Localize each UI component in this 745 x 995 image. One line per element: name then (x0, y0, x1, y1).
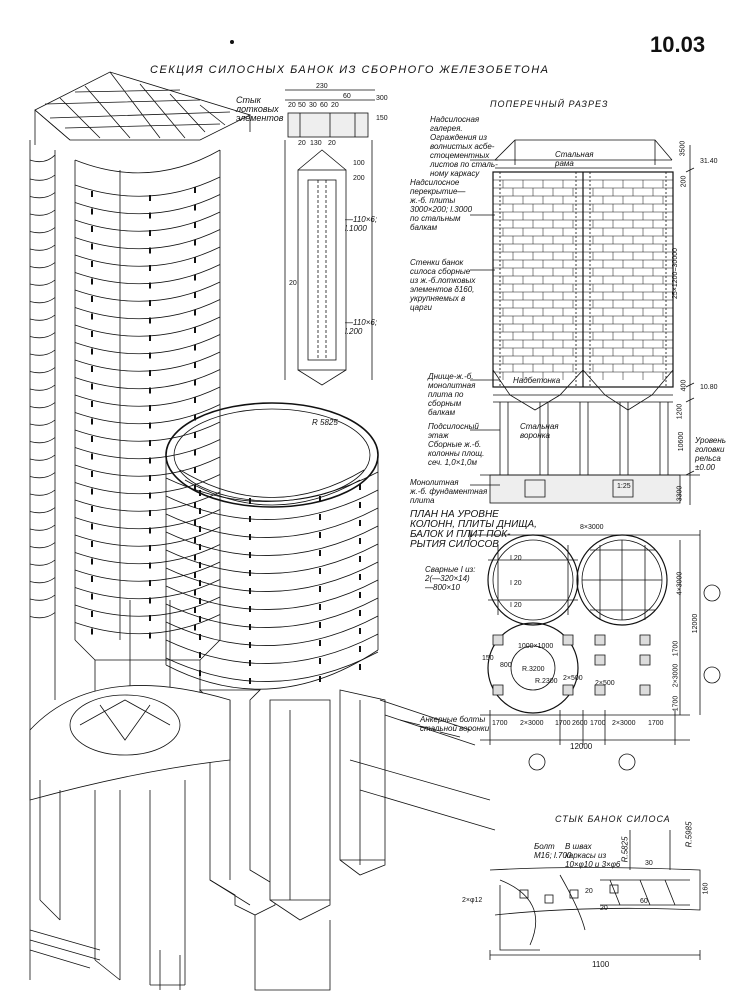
dot-mark (230, 40, 234, 44)
trough-rebar-1: —110×6; l.1000 (345, 215, 378, 233)
cs-dim-31-40: 31.40 (700, 158, 718, 165)
silo-joint-dim-2: 20 (585, 888, 593, 895)
trough-dim-row-4: 60 (320, 102, 328, 109)
label-funnel: Стальная воронка (520, 422, 559, 440)
trough-dim-150: 150 (376, 115, 388, 122)
silo-joint-dim-6: 1100 (592, 960, 610, 969)
plan-beam-2: I 20 (510, 580, 522, 587)
iso-rails (29, 699, 496, 990)
plan-right-dim-2: 12000 (692, 613, 700, 634)
trough-dim-row-3: 30 (309, 102, 317, 109)
plan-radius-1: 150 (482, 655, 494, 662)
plan-bottom-dim-1: 1700 (492, 720, 508, 727)
trough-joint-drawing (284, 89, 375, 386)
plan-radius-3: R.3200 (522, 666, 545, 673)
silo-joint-radius-2: R.5985 (684, 821, 694, 848)
trough-dim-mid-3: 20 (328, 140, 336, 147)
label-frame: Стальная рама (555, 150, 594, 168)
trough-dim-200: 200 (353, 175, 365, 182)
label-anchor: Анкерные болты стальной воронки (420, 715, 490, 733)
cross-section-title: ПОПЕРЕЧНЫЙ РАЗРЕЗ (490, 99, 609, 109)
silo-joint-dim-5: 160 (702, 882, 710, 895)
trough-joint-label: Стык лотковых элементов (236, 95, 284, 123)
silo-joint-dim-1: 30 (645, 860, 653, 867)
label-nadbetonka: Надбетонка (513, 376, 561, 385)
plan-col-dim-1: 2×500 (563, 675, 583, 682)
trough-dim-300: 300 (376, 95, 388, 102)
plan-beam-3: I 20 (510, 602, 522, 609)
cs-dim-1200: 1200 (676, 403, 684, 420)
trough-rebar-2: —110×6; l.200 (345, 318, 378, 336)
silo-joint-seams: В швах каркасы из 10×φ10 и 3×φ6 (565, 842, 621, 869)
label-foundation: Монолитная ж.-б. фундаментная плита (410, 478, 488, 505)
plan-radius-4: R.2300 (535, 678, 558, 685)
plan-bottom-dim-3: 1700 (555, 720, 571, 727)
plan-beam-1: I 20 (510, 555, 522, 562)
trough-dim-row-5: 20 (331, 102, 339, 109)
plan-title: ПЛАН НА УРОВНЕ КОЛОНН, ПЛИТЫ ДНИЩА, БАЛО… (410, 509, 537, 550)
plan-right-dim-5: 1700 (672, 695, 680, 712)
label-rail-level: Уровень головки рельса ±0.00 (695, 436, 726, 472)
silo-joint-dim-4: 20 (600, 905, 608, 912)
label-gallery: Надсилосная галерея. Ограждения из волни… (430, 115, 498, 178)
cs-dim-400: 400 (680, 379, 688, 392)
plan-total: 12000 (570, 742, 593, 751)
silo-joint-dim-3: 60 (640, 898, 648, 905)
silo-joint-radius-1: R.5825 (620, 836, 630, 863)
trough-dim-100: 100 (353, 160, 365, 167)
plan-right-dim-1: 4×3000 (676, 571, 684, 596)
trough-dim-mid-1: 20 (298, 140, 306, 147)
plan-bottom-dim-7: 1700 (648, 720, 664, 727)
iso-tall-silo (29, 71, 252, 980)
trough-dim-1180: 20 (289, 280, 297, 287)
plan-col-dim-3: 1000×1000 (518, 643, 554, 650)
plan-col-dim-2: 2×500 (595, 680, 615, 687)
cs-mark: 1:25 (617, 483, 631, 490)
plan-bottom-dim-2: 2×3000 (520, 720, 544, 727)
plan-top-dim: 8×3000 (580, 524, 604, 531)
plan-right-dim-4: 2×3000 (672, 663, 680, 688)
cs-dim-walls: 25×1200=30000 (672, 248, 679, 299)
plan-radius-2: 800 (500, 662, 512, 669)
plan-bottom-dim-6: 2×3000 (612, 720, 636, 727)
cs-dim-3300: 3300 (676, 485, 684, 502)
trough-dim-mid-2: 130 (310, 140, 322, 147)
plan-bottom-dim-5: 1700 (590, 720, 606, 727)
cs-dim-3500: 3500 (679, 140, 687, 157)
label-sub: Подсилосный этаж Сборные ж.-б. колонны п… (428, 422, 485, 467)
silo-joint-rebar: 2×φ12 (462, 897, 483, 904)
trough-dim-230: 230 (316, 83, 328, 90)
cross-section-drawing (470, 139, 700, 505)
trough-dim-60: 60 (343, 93, 351, 100)
sheet-number: 10.03 (650, 32, 706, 57)
label-welded: Сварные I из: 2(—320×14) —800×10 (425, 565, 476, 592)
label-floor: Надсилосное перекрытие— ж.-б. плиты 3000… (410, 178, 473, 232)
iso-radius: R 5825 (312, 418, 338, 427)
plan-drawing (469, 530, 721, 771)
silo-joint-drawing (489, 830, 701, 960)
page-title: СЕКЦИЯ СИЛОСНЫХ БАНОК ИЗ СБОРНОГО ЖЕЛЕЗО… (150, 64, 550, 76)
label-bottom: Днище-ж.-б. монолитная плита по сборным … (428, 372, 476, 417)
label-walls: Стенки банок силоса сборные из ж.-б.лотк… (410, 258, 476, 312)
trough-dim-row-1: 20 (288, 102, 296, 109)
cs-dim-10600: 10600 (678, 431, 686, 452)
cs-dim-10-80: 10.80 (700, 384, 718, 391)
iso-lower-silo (29, 685, 231, 986)
iso-center-silo (165, 402, 386, 991)
plan-bottom-dim-4: 2600 (572, 720, 588, 727)
silo-joint-bolt: Болт M16; l.700 (534, 842, 572, 860)
plan-right-dim-3: 1700 (672, 640, 680, 657)
cs-dim-200: 200 (680, 175, 688, 188)
silo-joint-title: СТЫК БАНОК СИЛОСА (555, 814, 671, 824)
trough-dim-row-2: 50 (298, 102, 306, 109)
